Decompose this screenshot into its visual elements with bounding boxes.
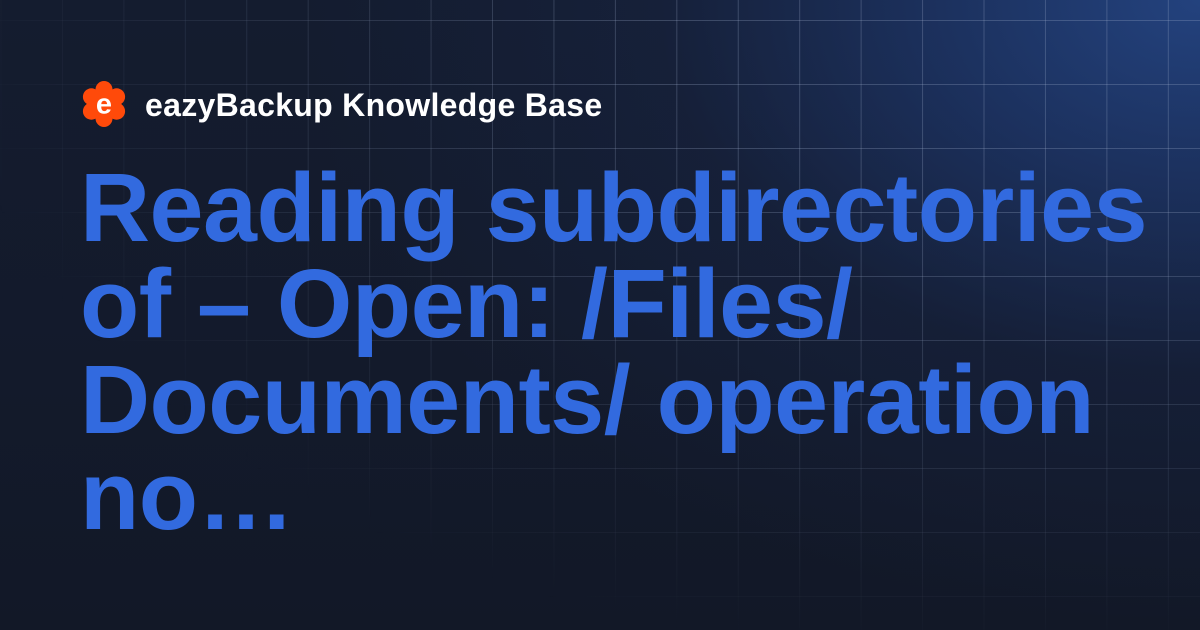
svg-text:e: e — [96, 89, 112, 121]
title-line: Reading subdirectories — [80, 153, 1148, 262]
brand-name: eazyBackup Knowledge Base — [145, 86, 603, 123]
brand-header: e eazyBackup Knowledge Base — [80, 80, 602, 128]
flower-logo-icon: e — [82, 81, 126, 127]
article-title: Reading subdirectories of – Open: /Files… — [80, 153, 1148, 550]
title-line: no… — [80, 441, 295, 550]
title-line: Documents/ operation — [80, 345, 1095, 454]
title-line: of – Open: /Files/ — [80, 249, 853, 358]
